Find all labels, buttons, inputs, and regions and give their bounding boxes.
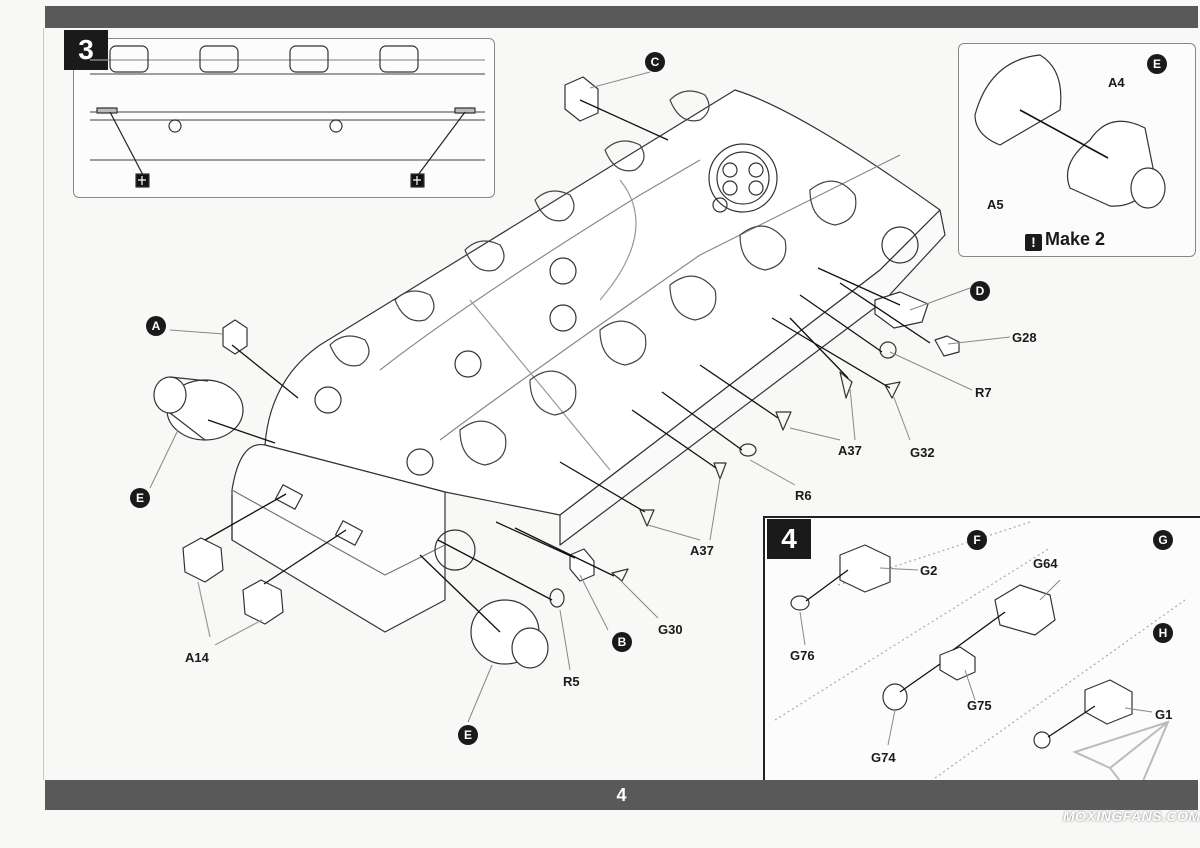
part-R5: R5 bbox=[563, 674, 580, 689]
hull-main-drawing bbox=[231, 89, 946, 633]
page-number: 4 bbox=[616, 785, 627, 805]
leader-lines-step3 bbox=[204, 99, 931, 633]
part-G1: G1 bbox=[1155, 707, 1173, 722]
make-2-note: !Make 2 bbox=[1025, 229, 1105, 251]
part-G76: G76 bbox=[790, 648, 815, 663]
callout-E-bottom: E bbox=[458, 725, 478, 745]
callout-H: H bbox=[1153, 623, 1173, 643]
callout-E-inset: E bbox=[1147, 54, 1167, 74]
callout-E-left: E bbox=[130, 488, 150, 508]
part-A37-upper: A37 bbox=[838, 443, 862, 458]
label-lines-step4 bbox=[799, 567, 1153, 746]
part-A37-lower: A37 bbox=[690, 543, 714, 558]
small-parts-step3 bbox=[222, 76, 960, 608]
part-R6: R6 bbox=[795, 488, 812, 503]
step4-drawing bbox=[774, 521, 1186, 779]
label-lines-step3 bbox=[149, 71, 1011, 723]
callout-D: D bbox=[970, 281, 990, 301]
bottom-band: 4 bbox=[45, 780, 1198, 810]
part-G75: G75 bbox=[967, 698, 992, 713]
part-G2: G2 bbox=[920, 563, 938, 578]
part-G30: G30 bbox=[658, 622, 683, 637]
callout-A: A bbox=[146, 316, 166, 336]
leader-lines-step4 bbox=[805, 569, 1096, 738]
step4-panel bbox=[763, 516, 1200, 784]
final-drive-left bbox=[153, 376, 244, 441]
watermark-text: MOXINGFANS.COM bbox=[1063, 808, 1200, 824]
deck-fittings-left bbox=[329, 90, 710, 367]
callout-G: G bbox=[1153, 530, 1173, 550]
part-A14-plates bbox=[182, 537, 284, 646]
margin-line bbox=[43, 28, 44, 780]
inset-e-drawing bbox=[974, 54, 1166, 209]
top-band bbox=[45, 6, 1198, 28]
make-2-text: Make 2 bbox=[1045, 229, 1106, 249]
part-G74: G74 bbox=[871, 750, 896, 765]
final-drive-right bbox=[470, 599, 549, 669]
callout-B: B bbox=[612, 632, 632, 652]
step3-detail-inset bbox=[73, 38, 495, 198]
step-3-badge: 3 bbox=[64, 30, 108, 70]
part-G28: G28 bbox=[1012, 330, 1037, 345]
part-R7: R7 bbox=[975, 385, 992, 400]
part-A14: A14 bbox=[185, 650, 209, 665]
step3-inset-drawing bbox=[90, 45, 485, 188]
part-A5: A5 bbox=[987, 197, 1004, 212]
part-G64: G64 bbox=[1033, 556, 1058, 571]
part-A4: A4 bbox=[1108, 75, 1125, 90]
callout-C: C bbox=[645, 52, 665, 72]
part-G32: G32 bbox=[910, 445, 935, 460]
step-4-badge: 4 bbox=[767, 519, 811, 559]
deck-fittings-right bbox=[459, 180, 857, 466]
callout-F: F bbox=[967, 530, 987, 550]
exclamation-icon: ! bbox=[1025, 234, 1042, 251]
